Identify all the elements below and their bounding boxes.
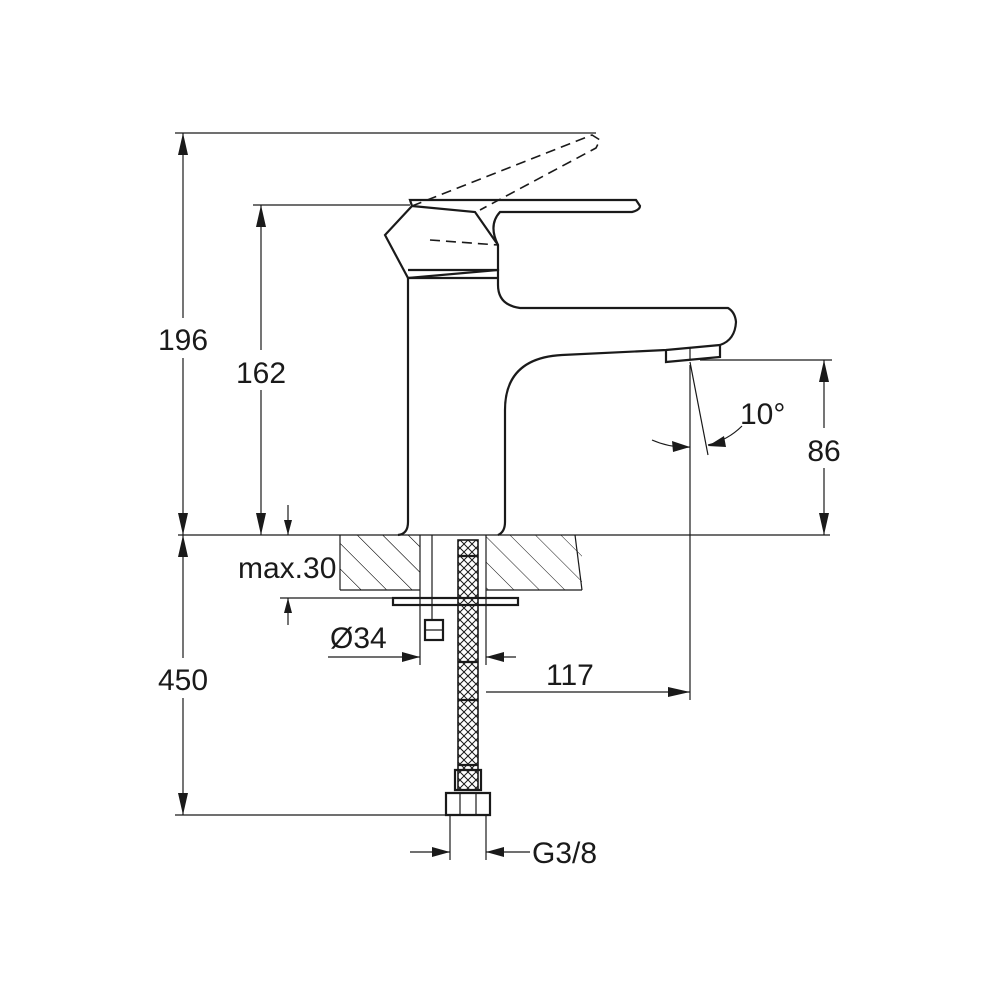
dimension-hose-length: 450	[150, 535, 450, 816]
spout-reach-label: 117	[546, 659, 594, 692]
dimension-deck-thickness: max.30	[238, 505, 398, 625]
dimension-outlet-height: 86	[700, 359, 850, 535]
deck-thickness-label: max.30	[238, 552, 336, 585]
hose-length-label: 450	[158, 664, 208, 697]
dimension-total-height: 196	[150, 132, 596, 535]
dimension-spout-height: 162	[228, 204, 410, 535]
total-height-label: 196	[158, 324, 208, 357]
outlet-height-label: 86	[807, 435, 840, 468]
dimension-connection-thread: G3/8	[410, 815, 597, 870]
spout-angle-label: 10°	[740, 398, 785, 431]
mounting-hardware	[391, 590, 520, 642]
spout-height-label: 162	[236, 357, 286, 390]
lever-handle-raised	[411, 134, 602, 246]
hole-diameter-label: Ø34	[330, 622, 387, 655]
flexible-hose	[444, 539, 492, 817]
dimension-hole-diameter: Ø34	[328, 590, 516, 665]
dimension-spout-reach: 117	[486, 365, 691, 700]
faucet-body	[397, 268, 738, 537]
dimension-spout-angle: 10°	[651, 361, 785, 456]
lever-handle	[383, 198, 642, 280]
connection-thread-label: G3/8	[532, 837, 597, 870]
